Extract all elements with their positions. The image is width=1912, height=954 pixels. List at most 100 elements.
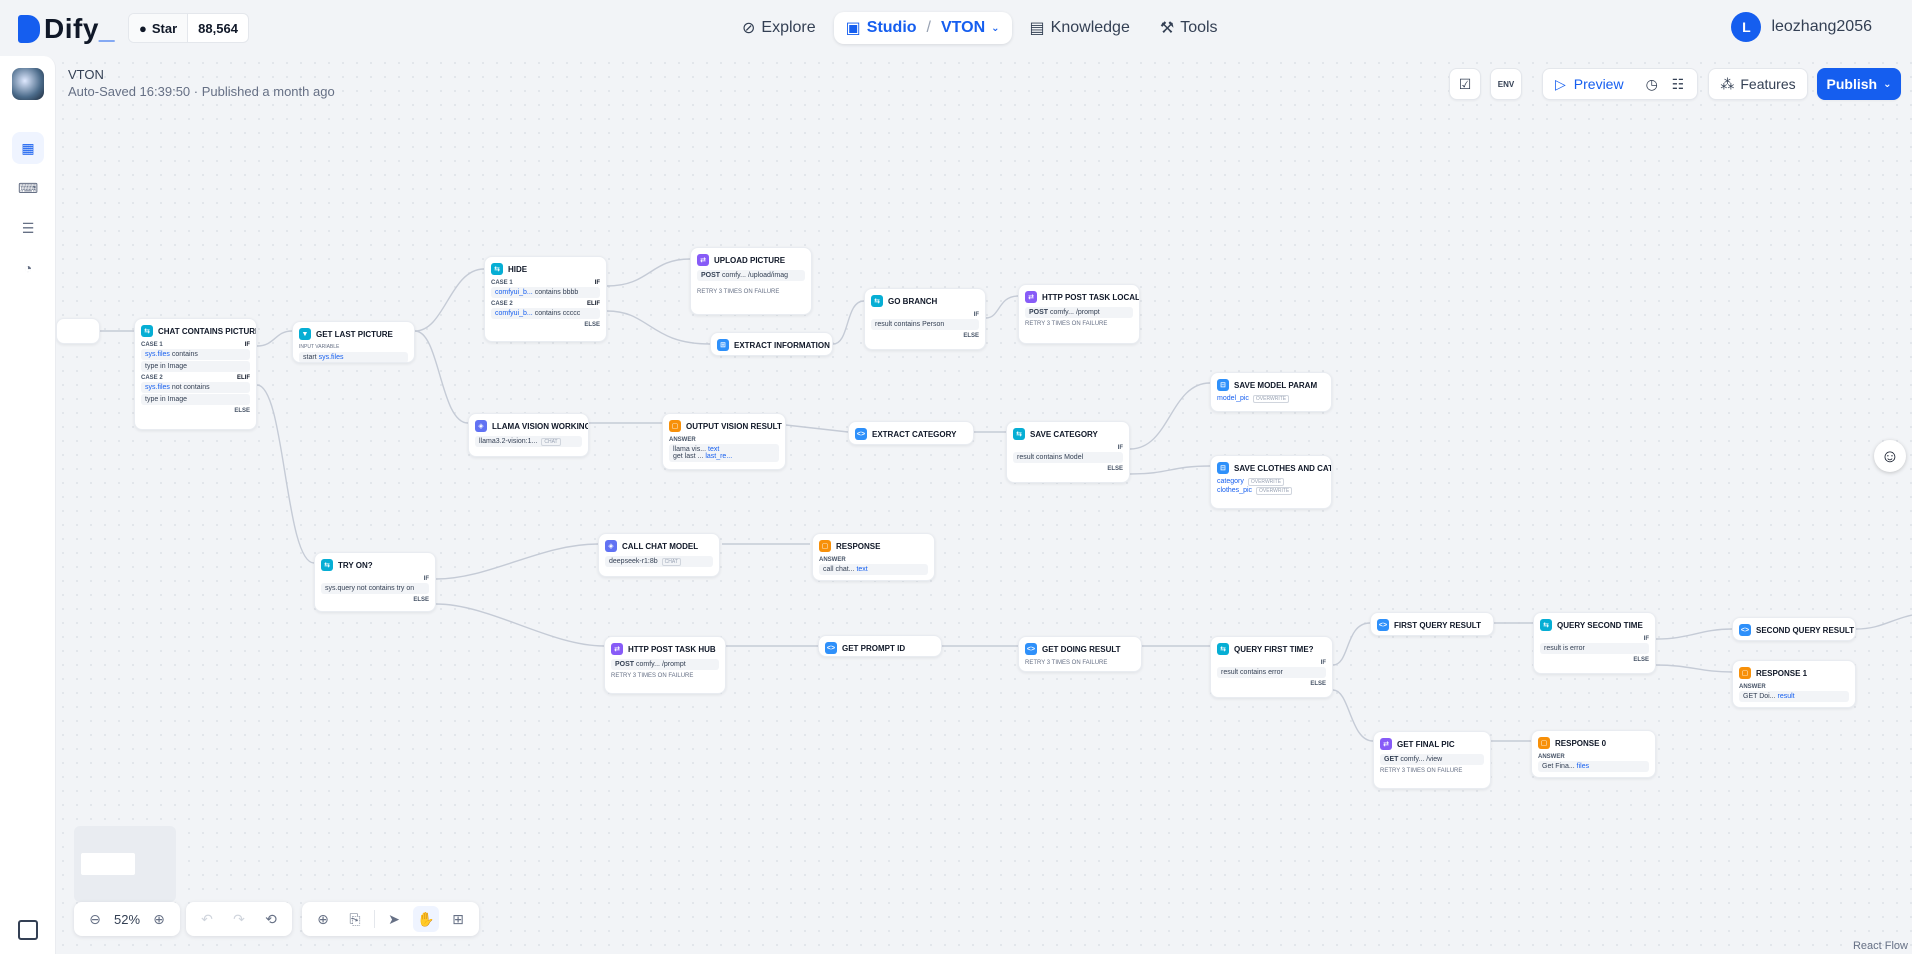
- node-save-category[interactable]: ⇆SAVE CATEGORY IF result contains Model …: [1006, 421, 1130, 483]
- zoom-controls: ⊖ 52% ⊕: [74, 902, 181, 936]
- zoom-level[interactable]: 52%: [114, 911, 141, 927]
- edge: [606, 310, 711, 345]
- node-get-final-pic[interactable]: ⇄GET FINAL PIC GET comfy... /view RETRY …: [1373, 731, 1491, 789]
- answer-icon: ▢: [1538, 737, 1550, 749]
- edge: [435, 543, 599, 580]
- dify-logo[interactable]: Dify_: [18, 13, 115, 45]
- else-label: ELSE: [413, 597, 429, 603]
- node-subtitle: INPUT VARIABLE: [299, 344, 340, 350]
- answer-label: ANSWER: [1538, 754, 1565, 760]
- features-label: Features: [1740, 76, 1796, 92]
- node-output-vision-result[interactable]: ▢OUTPUT VISION RESULT ANSWER llama vis..…: [662, 413, 786, 470]
- node-upload-picture[interactable]: ⇄UPLOAD PICTURE POST comfy... /upload/im…: [690, 247, 812, 315]
- node-title: QUERY SECOND TIME: [1557, 620, 1643, 630]
- node-save-clothes-and-categ[interactable]: ⊟SAVE CLOTHES AND CATEG categoryOVERWRIT…: [1210, 455, 1332, 509]
- llm-icon: ◈: [475, 420, 487, 432]
- user-menu[interactable]: L leozhang2056: [1731, 12, 1872, 42]
- preview-button[interactable]: Preview: [1573, 76, 1624, 92]
- version-history-icon[interactable]: ⟲: [265, 910, 277, 927]
- node-first-query-result[interactable]: <>FIRST QUERY RESULT: [1370, 612, 1494, 636]
- node-title: GET LAST PICTURE: [316, 329, 393, 339]
- workflow-canvas[interactable]: [56, 56, 1912, 954]
- add-note-icon[interactable]: ⎘: [349, 910, 361, 927]
- node-second-query-result[interactable]: <>SECOND QUERY RESULT: [1732, 617, 1856, 641]
- github-star-widget[interactable]: ●Star 88,564: [128, 13, 249, 43]
- node-extract-category[interactable]: <>EXTRACT CATEGORY: [848, 421, 974, 445]
- history-icon[interactable]: ◷: [1645, 75, 1658, 92]
- pointer-icon[interactable]: ➤: [388, 910, 400, 927]
- start-node[interactable]: [56, 318, 100, 344]
- op: not contains: [171, 384, 210, 391]
- app-icon[interactable]: [12, 68, 44, 100]
- code-icon: <>: [855, 428, 867, 440]
- nav-knowledge[interactable]: ▤Knowledge: [1018, 12, 1142, 44]
- node-query-first-time[interactable]: ⇆QUERY FIRST TIME? IF result contains er…: [1210, 636, 1333, 698]
- publish-button[interactable]: Publish⌄: [1817, 68, 1901, 100]
- node-llama-vision-working[interactable]: ◈LLAMA VISION WORKING llama3.2-vision:1.…: [468, 413, 589, 457]
- env-button[interactable]: ENV: [1490, 68, 1522, 100]
- var: clothes_pic: [1217, 487, 1253, 494]
- method: POST: [1029, 309, 1049, 316]
- var: comfyui_b...: [495, 289, 533, 296]
- node-title: EXTRACT INFORMATION: [734, 340, 830, 350]
- organize-icon[interactable]: ⊞: [452, 910, 464, 927]
- compass-icon: ⊘: [742, 20, 756, 37]
- var: start: [303, 354, 317, 361]
- node-title: SAVE MODEL PARAM: [1234, 380, 1318, 390]
- variable-icon: ⊟: [1217, 379, 1229, 391]
- orchestrate-icon[interactable]: ▦: [12, 132, 44, 164]
- nav-tools[interactable]: ⚒Tools: [1148, 12, 1230, 44]
- answer-icon: ▢: [819, 540, 831, 552]
- model-name: deepseek-r1:8b: [609, 558, 658, 565]
- nav-app-selector[interactable]: VTON: [941, 19, 986, 36]
- nav-studio[interactable]: ▣Studio/VTON⌄: [833, 12, 1012, 44]
- node-query-second-time[interactable]: ⇆QUERY SECOND TIME IF result is error EL…: [1533, 612, 1656, 674]
- checklist-alt-icon[interactable]: ☷: [1671, 75, 1685, 92]
- node-go-branch[interactable]: ⇆GO BRANCH IF result contains Person ELS…: [864, 288, 986, 350]
- features-button[interactable]: ⁂Features: [1708, 68, 1808, 100]
- node-http-post-task-local[interactable]: ⇄HTTP POST TASK LOCAL POST comfy... /pro…: [1018, 284, 1140, 344]
- if-else-icon: ⇆: [141, 325, 153, 337]
- case-1: CASE 1: [141, 342, 163, 348]
- monitor-icon[interactable]: ◔: [23, 260, 33, 276]
- save-status: Auto-Saved 16:39:50 · Published a month …: [68, 84, 335, 99]
- mode-badge: OVERWRITE: [1247, 478, 1285, 486]
- terminal-icon[interactable]: ⌨: [17, 179, 39, 196]
- zoom-in-icon[interactable]: ⊕: [153, 910, 165, 927]
- node-get-prompt-id[interactable]: <>GET PROMPT ID: [818, 635, 942, 657]
- node-http-post-task-hub[interactable]: ⇄HTTP POST TASK HUB POST comfy... /promp…: [604, 636, 726, 694]
- node-response-0[interactable]: ▢RESPONSE 0 ANSWER Get Fina... files: [1531, 730, 1656, 778]
- collapse-sidebar-icon[interactable]: [18, 920, 38, 940]
- node-extract-information[interactable]: ⊞EXTRACT INFORMATION: [710, 332, 833, 356]
- node-get-doing-result[interactable]: <>GET DOING RESULT RETRY 3 TIMES ON FAIL…: [1018, 636, 1142, 672]
- node-response-1[interactable]: ▢RESPONSE 1 ANSWER GET Doi... result: [1732, 660, 1856, 708]
- node-try-on[interactable]: ⇆TRY ON? IF sys.query not contains try o…: [314, 552, 436, 612]
- add-node-icon[interactable]: ⊕: [317, 910, 329, 927]
- node-response[interactable]: ▢RESPONSE ANSWER call chat... text: [812, 533, 935, 581]
- env-label: ENV: [1497, 79, 1515, 89]
- condition: result contains error: [1217, 667, 1326, 678]
- zoom-out-icon[interactable]: ⊖: [89, 910, 101, 927]
- node-get-last-picture[interactable]: ▼GET LAST PICTURE INPUT VARIABLE start s…: [292, 321, 415, 363]
- logs-icon[interactable]: ☰: [21, 219, 35, 236]
- assistant-avatar[interactable]: ☺: [1874, 440, 1906, 472]
- var: text: [856, 566, 868, 573]
- nav-explore[interactable]: ⊘Explore: [730, 12, 828, 44]
- condition: sys.query not contains try on: [321, 583, 429, 594]
- redo-icon[interactable]: ↷: [233, 910, 245, 927]
- checklist-icon[interactable]: ☑: [1449, 68, 1481, 100]
- code-icon: <>: [1739, 624, 1751, 636]
- hand-icon[interactable]: ✋: [413, 906, 439, 932]
- minimap-viewport[interactable]: [81, 853, 135, 875]
- node-title: CALL CHAT MODEL: [622, 541, 699, 551]
- react-flow-attribution[interactable]: React Flow: [1852, 940, 1908, 952]
- top-bar: Dify_ ●Star 88,564 ⊘Explore ▣Studio/VTON…: [0, 0, 1912, 56]
- minimap[interactable]: [74, 826, 176, 902]
- github-star-button[interactable]: ●Star: [129, 14, 189, 42]
- undo-icon[interactable]: ↶: [201, 910, 213, 927]
